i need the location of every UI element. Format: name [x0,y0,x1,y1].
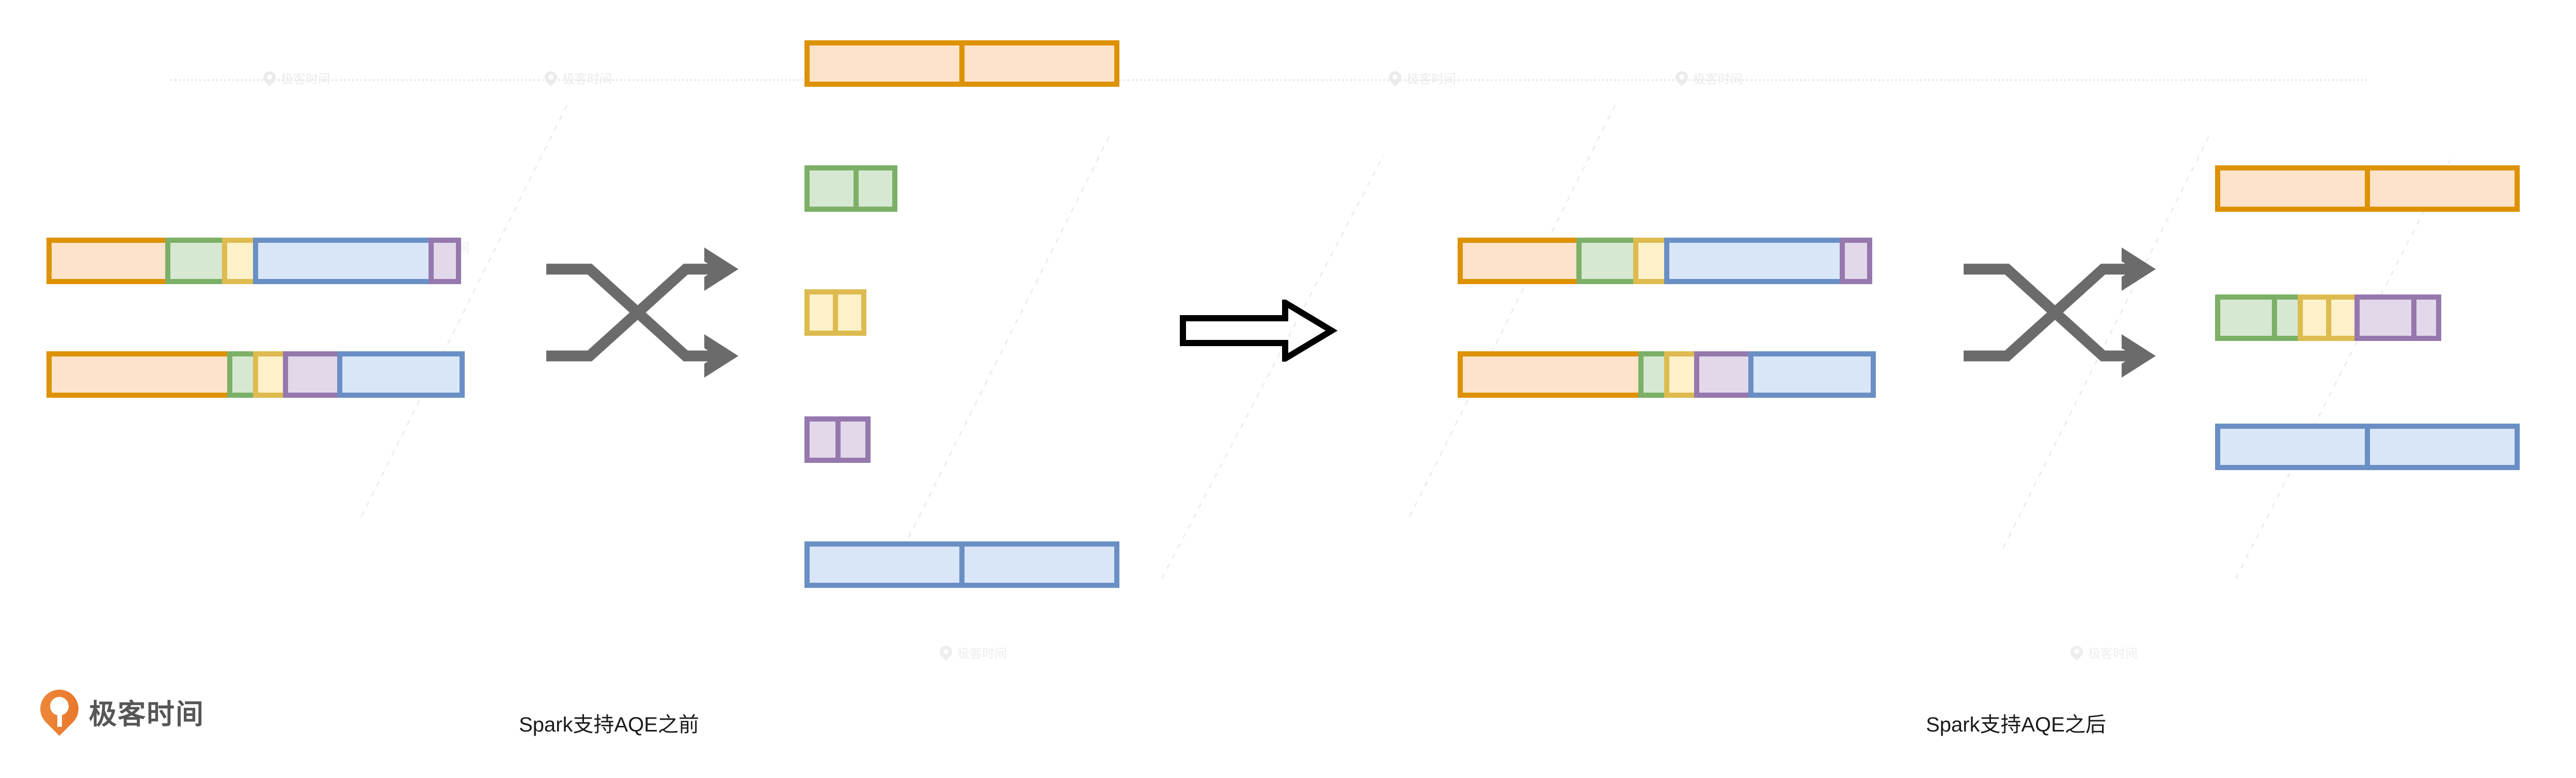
left-input-partition-2 [46,351,465,398]
watermark: 极客时间 [2071,643,2138,661]
partition-cell-orange [2215,165,2370,212]
partition-cell-yellow [833,289,866,336]
caption-before-aqe: Spark支持AQE之前 [519,713,699,736]
shuffle-icon [1964,247,2156,378]
partition-segment-blue [337,351,465,398]
partition-cell-green [804,165,859,212]
geekbang-logo: 极客时间 [32,681,204,736]
partition-segment-purple [1694,351,1753,398]
partition-cell-purple [2411,294,2441,341]
partition-cell-purple [804,416,841,463]
partition-cell-orange [959,40,1119,87]
watermark: 极客时间 [263,69,330,87]
right-output-partition-blue [2215,424,2520,470]
partition-segment-orange [46,351,232,398]
partition-cell-purple [835,416,871,463]
partition-cell-purple [2354,294,2416,341]
watermark: 极客时间 [1676,69,1743,87]
left-output-partition-purple [804,416,871,463]
partition-segment-blue [1748,351,1876,398]
watermark-logo-icon [2071,646,2083,659]
partition-cell-orange [2365,165,2520,212]
partition-segment-purple [429,238,461,284]
watermark: 极客时间 [1389,69,1456,87]
watermark-logo-icon [1676,71,1688,85]
right-output-partition-merged [2215,294,2441,341]
watermark: 极客时间 [545,69,612,87]
geekbang-logo-icon [32,681,87,736]
partition-segment-orange [1458,351,1643,398]
watermark-logo-icon [940,646,952,659]
watermark-logo-icon [1389,71,1401,85]
left-input-partition-1 [46,238,461,284]
watermark-label: 极客时间 [281,72,330,86]
right-input-partition-1 [1458,238,1872,284]
partition-cell-blue [804,541,965,588]
partition-segment-green [165,238,227,284]
partition-segment-orange [1458,238,1582,284]
partition-cell-green [2215,294,2277,341]
partition-segment-green [1576,238,1638,284]
watermark-logo-icon [545,71,557,85]
watermark-label: 极客时间 [957,647,1007,661]
caption-after-aqe: Spark支持AQE之后 [1926,713,2106,736]
watermark-label: 极客时间 [1693,72,1743,86]
right-input-partition-2 [1458,351,1876,398]
partition-cell-blue [2365,424,2520,470]
watermark-logo-icon [263,71,276,85]
partition-segment-purple [1840,238,1872,284]
right-block-arrow-icon [1180,300,1337,362]
left-output-partition-yellow [804,289,866,336]
watermark-label: 极客时间 [1406,72,1456,86]
partition-cell-blue [2215,424,2370,470]
partition-cell-green [854,165,897,212]
partition-segment-purple [283,351,342,398]
partition-cell-blue [959,541,1119,588]
watermark: 极客时间 [940,643,1007,661]
watermark-label: 极客时间 [2088,647,2138,661]
left-output-partition-orange [804,40,1119,87]
partition-segment-blue [253,238,434,284]
right-output-partition-orange [2215,165,2520,212]
left-output-partition-green [804,165,897,212]
brand-label: 极客时间 [89,697,204,730]
watermark-label: 极客时间 [562,72,612,86]
partition-segment-blue [1664,238,1845,284]
partition-segment-orange [46,238,170,284]
partition-cell-orange [804,40,965,87]
left-output-partition-blue [804,541,1119,588]
shuffle-icon [546,247,738,378]
watermark-dotted-line [170,79,2370,81]
